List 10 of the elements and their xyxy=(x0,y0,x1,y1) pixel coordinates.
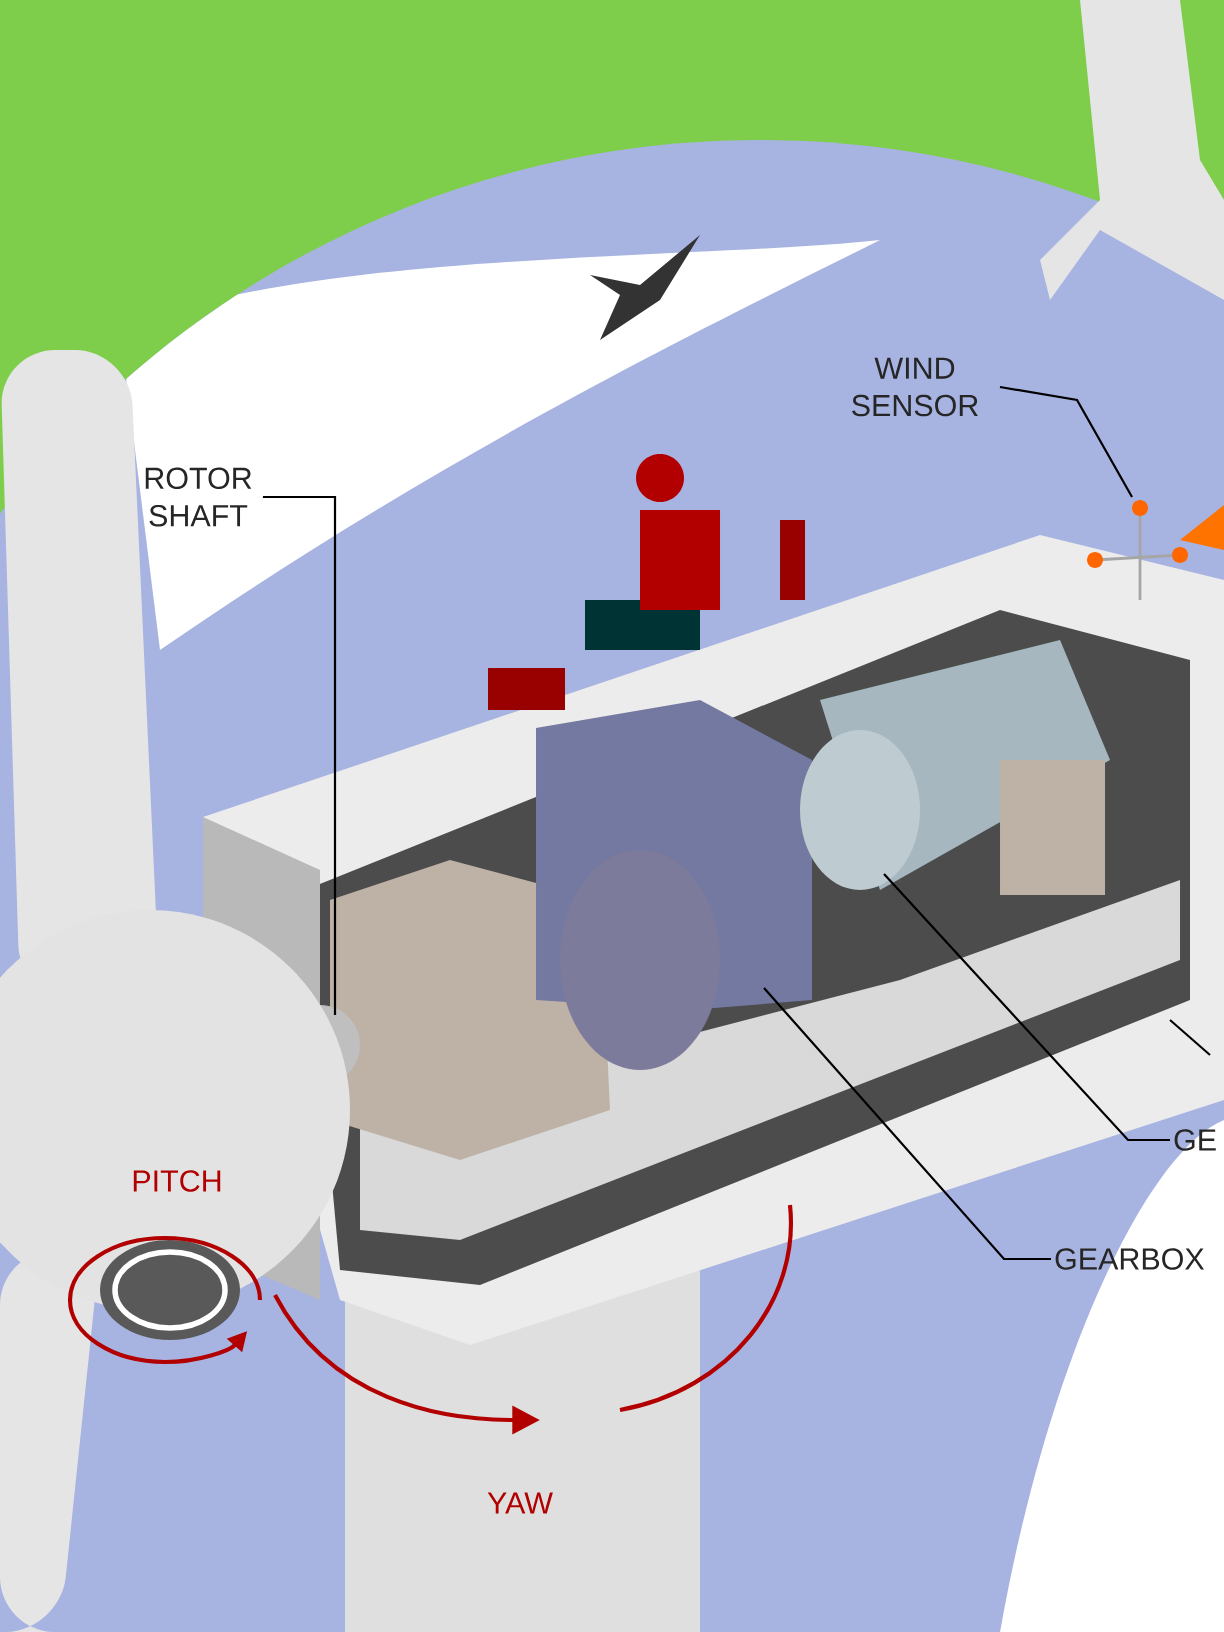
motion-label: YAW xyxy=(487,1492,553,1514)
part-label: GEARBOX xyxy=(1055,1248,1205,1270)
leader-line xyxy=(883,873,1170,1142)
part-label: WIND SENSOR xyxy=(852,357,978,417)
motion-label: PITCH xyxy=(133,1170,221,1192)
leader-line xyxy=(999,385,1133,498)
leader-line xyxy=(262,495,337,1015)
part-label: GE xyxy=(1174,1129,1216,1151)
leader-line xyxy=(763,987,1051,1261)
part-label: ROTOR SHAFT xyxy=(145,467,252,527)
